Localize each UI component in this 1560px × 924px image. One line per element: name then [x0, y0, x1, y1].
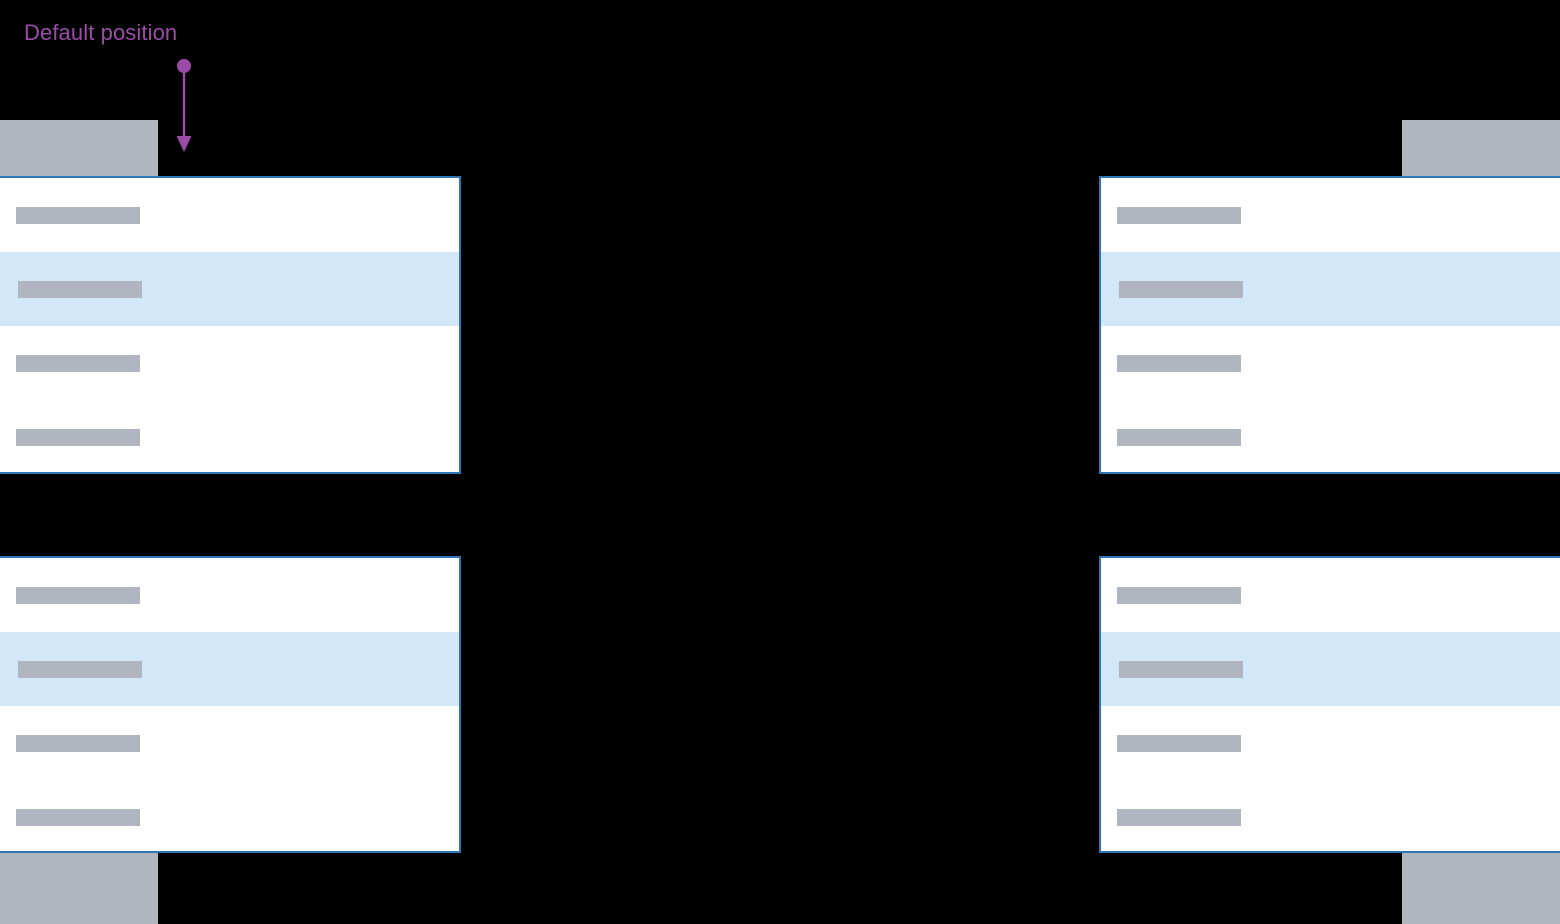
list-item[interactable] [0, 400, 459, 472]
panel-tab-bottom-right[interactable] [1402, 852, 1560, 924]
list-item-placeholder-bar [1117, 354, 1241, 372]
list-item[interactable] [1101, 706, 1560, 780]
dropdown-panel-bottom-right[interactable] [1099, 556, 1560, 853]
list-item[interactable] [1101, 400, 1560, 472]
panel-tab-top-left[interactable] [0, 120, 158, 176]
list-item-placeholder-bar [1117, 808, 1241, 826]
list-item-placeholder-bar [16, 734, 140, 752]
dropdown-panel-top-left[interactable] [0, 176, 461, 474]
list-item-placeholder-bar [1117, 586, 1241, 604]
list-item[interactable] [1101, 558, 1560, 632]
list-item-selected[interactable] [1101, 632, 1560, 706]
list-item[interactable] [0, 706, 459, 780]
list-item-placeholder-bar [16, 808, 140, 826]
list-item-placeholder-bar [16, 354, 140, 372]
list-item[interactable] [1101, 780, 1560, 851]
list-item[interactable] [1101, 326, 1560, 400]
list-item-selected[interactable] [0, 632, 459, 706]
list-item-placeholder-bar [1117, 734, 1241, 752]
list-item-placeholder-bar [18, 280, 142, 298]
list-item-placeholder-bar [16, 206, 140, 224]
list-item-placeholder-bar [16, 428, 140, 446]
panel-tab-top-right[interactable] [1402, 120, 1560, 176]
list-item[interactable] [0, 558, 459, 632]
list-item[interactable] [0, 178, 459, 252]
down-arrow-with-dot-icon [176, 59, 192, 152]
list-item[interactable] [0, 780, 459, 851]
dropdown-panel-top-right[interactable] [1099, 176, 1560, 474]
panel-tab-bottom-left[interactable] [0, 852, 158, 924]
list-item[interactable] [0, 326, 459, 400]
list-item-placeholder-bar [16, 586, 140, 604]
list-item[interactable] [1101, 178, 1560, 252]
default-position-label: Default position [24, 20, 178, 45]
list-item-placeholder-bar [1119, 280, 1243, 298]
list-item-placeholder-bar [1117, 206, 1241, 224]
dropdown-panel-bottom-left[interactable] [0, 556, 461, 853]
list-item-selected[interactable] [1101, 252, 1560, 326]
list-item-selected[interactable] [0, 252, 459, 326]
list-item-placeholder-bar [18, 660, 142, 678]
list-item-placeholder-bar [1119, 660, 1243, 678]
list-item-placeholder-bar [1117, 428, 1241, 446]
